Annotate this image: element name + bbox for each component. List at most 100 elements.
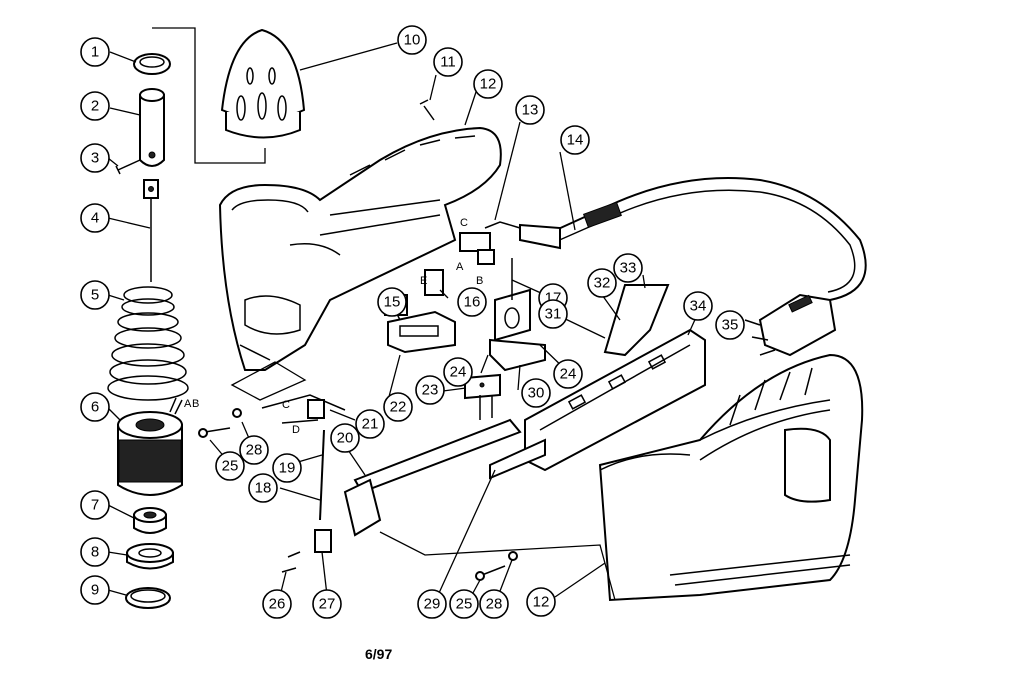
- part-follower-29: [489, 438, 546, 480]
- callout-12-top: 12: [473, 69, 503, 99]
- svg-text:22: 22: [390, 399, 407, 416]
- callout-6: 6: [80, 392, 110, 422]
- svg-text:25: 25: [222, 458, 239, 475]
- callout-8: 8: [80, 537, 110, 567]
- part-coil: [117, 397, 183, 496]
- part-screws-26: [281, 551, 301, 573]
- part-bushing: [133, 507, 167, 534]
- svg-text:11: 11: [440, 54, 456, 71]
- callout-22: 22: [383, 392, 413, 422]
- svg-text:24: 24: [450, 364, 467, 381]
- svg-text:33: 33: [620, 260, 637, 277]
- svg-text:4: 4: [91, 210, 99, 227]
- wire-letter-b-left: B: [192, 398, 199, 410]
- svg-text:21: 21: [362, 416, 379, 433]
- part-bracket-22: [387, 310, 456, 354]
- callout-28-bottom: 28: [479, 589, 509, 619]
- part-driver-19: [314, 429, 332, 553]
- callout-1: 1: [80, 37, 110, 67]
- svg-text:20: 20: [337, 430, 354, 447]
- callout-12-bottom: 12: [526, 587, 556, 617]
- svg-text:26: 26: [269, 596, 286, 613]
- callout-20: 20: [330, 423, 360, 453]
- callout-31: 31: [538, 299, 568, 329]
- svg-text:15: 15: [384, 294, 401, 311]
- callout-4: 4: [80, 203, 110, 233]
- svg-text:12: 12: [480, 76, 497, 93]
- part-plug: [744, 293, 837, 357]
- part-cord-14: [519, 177, 867, 301]
- callout-5: 5: [80, 280, 110, 310]
- callout-16: 16: [457, 287, 487, 317]
- callout-35: 35: [715, 310, 745, 340]
- callout-26: 26: [262, 589, 292, 619]
- callout-13: 13: [515, 95, 545, 125]
- svg-text:18: 18: [255, 480, 272, 497]
- svg-text:2: 2: [91, 98, 99, 115]
- svg-text:27: 27: [319, 596, 336, 613]
- page-code: 6/97: [365, 646, 393, 662]
- callout-23: 23: [415, 375, 445, 405]
- svg-text:6: 6: [91, 399, 99, 416]
- callout-18: 18: [248, 473, 278, 503]
- svg-text:9: 9: [91, 582, 99, 599]
- part-bracket-23: [464, 373, 501, 420]
- svg-text:19: 19: [279, 460, 296, 477]
- part-spring-plate-33: [603, 284, 670, 357]
- svg-text:13: 13: [522, 102, 539, 119]
- callout-24-left: 24: [443, 357, 473, 387]
- callout-3: 3: [80, 143, 110, 173]
- part-wire-21: [261, 394, 346, 424]
- part-plunger-tube: [139, 88, 165, 167]
- part-bracket-30: [489, 338, 546, 372]
- svg-text:23: 23: [422, 382, 439, 399]
- part-ring: [125, 587, 171, 609]
- wire-letter-a-right: A: [456, 261, 464, 273]
- wire-letter-e: E: [420, 275, 427, 287]
- svg-text:24: 24: [560, 366, 577, 383]
- svg-text:7: 7: [91, 497, 99, 514]
- svg-text:10: 10: [404, 32, 421, 49]
- svg-text:28: 28: [486, 596, 503, 613]
- wire-letter-c-left: C: [282, 399, 290, 411]
- svg-text:14: 14: [567, 132, 584, 149]
- svg-text:16: 16: [464, 294, 481, 311]
- wire-letter-d: D: [292, 424, 300, 436]
- callout-25-left: 25: [215, 451, 245, 481]
- svg-text:3: 3: [91, 150, 99, 167]
- svg-text:25: 25: [456, 596, 473, 613]
- part-cap: [133, 53, 171, 75]
- part-knob: [220, 28, 306, 139]
- callout-27: 27: [312, 589, 342, 619]
- part-housing-right: [598, 353, 864, 602]
- callout-32: 32: [587, 268, 617, 298]
- callout-11: 11: [433, 47, 463, 77]
- callout-33: 33: [613, 253, 643, 283]
- part-switch-16: [424, 269, 444, 296]
- callout-10: 10: [397, 25, 427, 55]
- part-spring: [107, 286, 189, 401]
- part-housing-left: [218, 126, 502, 371]
- part-switch-13: [459, 221, 541, 265]
- callout-29: 29: [417, 589, 447, 619]
- callout-2: 2: [80, 91, 110, 121]
- part-rod-20: [343, 418, 522, 537]
- callout-28-left: 28: [239, 435, 269, 465]
- callout-30: 30: [521, 378, 551, 408]
- part-screw-25-bottom: [475, 551, 518, 581]
- svg-text:1: 1: [91, 44, 99, 61]
- wire-letter-a-left: A: [184, 398, 192, 410]
- wire-letter-c-right: C: [460, 217, 468, 229]
- callout-19: 19: [272, 453, 302, 483]
- svg-text:30: 30: [528, 385, 545, 402]
- svg-text:29: 29: [424, 596, 441, 613]
- part-pin: [115, 159, 141, 175]
- svg-text:31: 31: [545, 306, 562, 323]
- svg-text:34: 34: [690, 298, 707, 315]
- wire-letter-b-right: B: [476, 275, 483, 287]
- part-block-17: [494, 258, 531, 342]
- callout-15: 15: [377, 287, 407, 317]
- callout-24-right: 24: [553, 359, 583, 389]
- callout-21: 21: [355, 409, 385, 439]
